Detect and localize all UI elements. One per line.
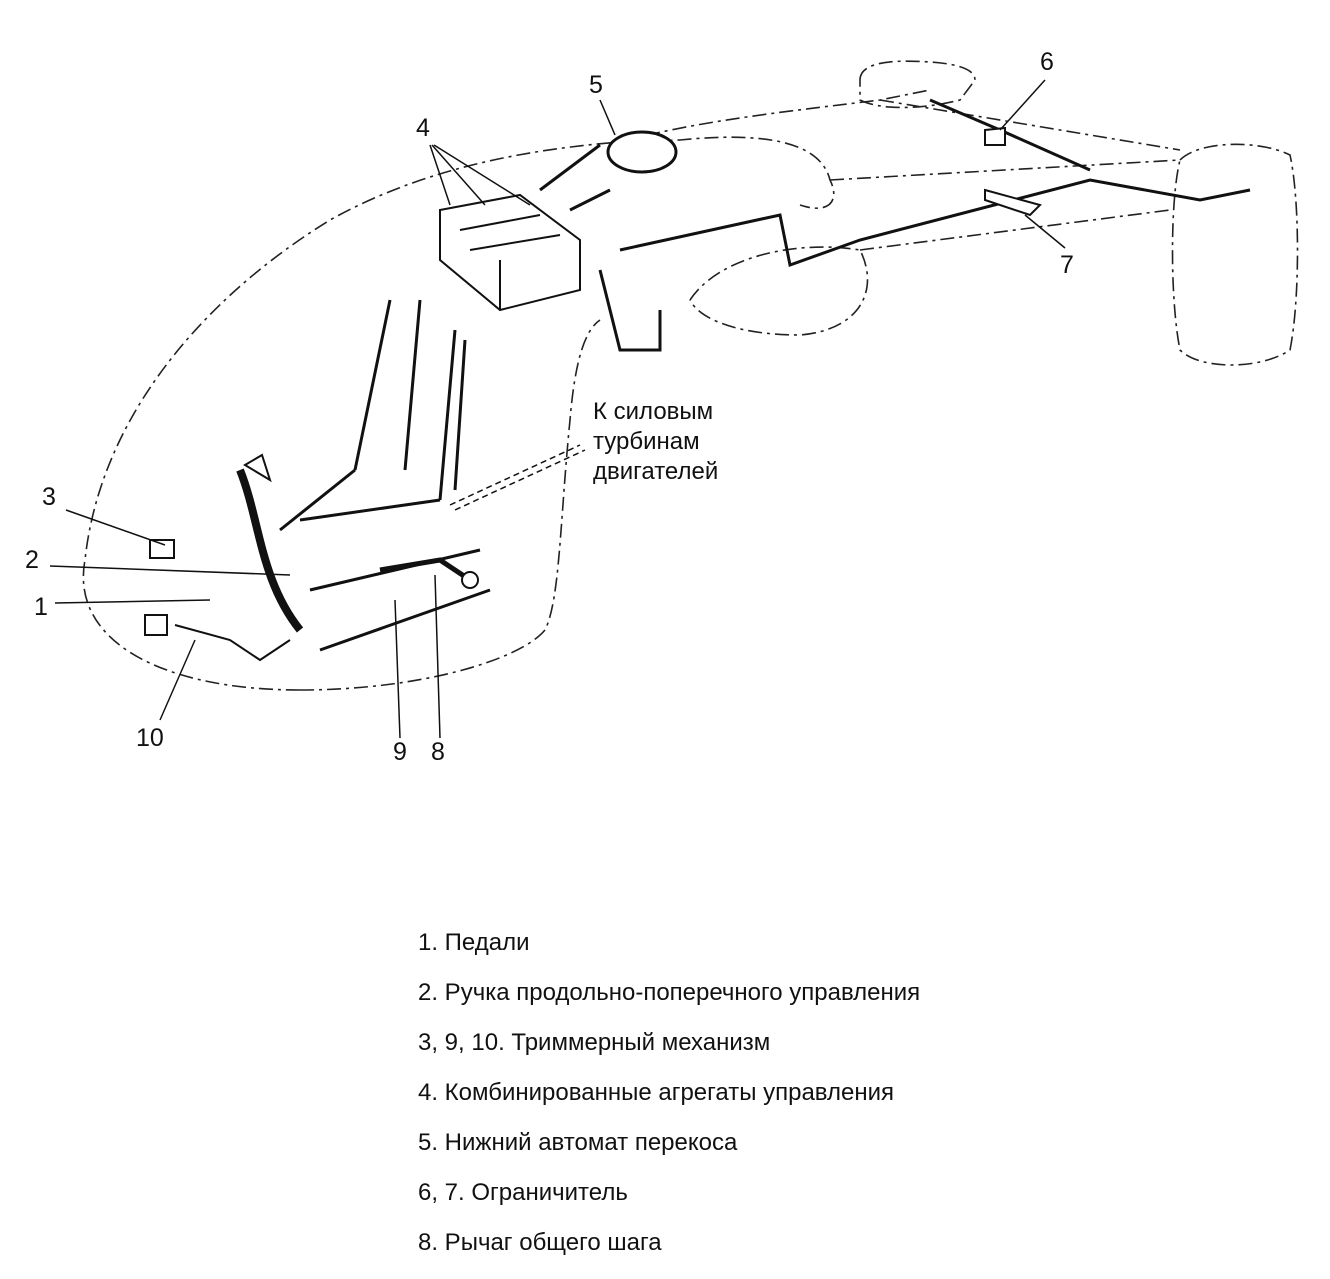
engine-turbines-annotation: К силовым турбинам двигателей (593, 397, 718, 487)
legend-item: 8. Рычаг общего шага (418, 1229, 662, 1256)
legend-item: 5. Нижний автомат перекоса (418, 1129, 738, 1156)
callout-6: 6 (1040, 48, 1054, 76)
legend-item: 1. Педали (418, 929, 530, 956)
swashplate (606, 130, 678, 174)
annotation-line: турбинам (593, 428, 700, 455)
callout-3: 3 (42, 483, 56, 511)
control-units (144, 126, 1042, 662)
callout-1: 1 (34, 593, 48, 621)
leader-lines (49, 79, 1066, 739)
legend-item: 6, 7. Ограничитель (418, 1179, 628, 1206)
fuselage-outline (82, 60, 1299, 691)
callout-2: 2 (25, 546, 39, 574)
annotation-line: двигателей (593, 458, 719, 485)
callout-4: 4 (416, 114, 430, 142)
legend-item: 2. Ручка продольно-поперечного управлени… (418, 979, 921, 1006)
legend-item: 4. Комбинированные агрегаты управления (418, 1079, 895, 1106)
callout-10: 10 (136, 724, 164, 752)
callout-7: 7 (1060, 251, 1074, 279)
legend: 1. Педали 2. Ручка продольно-поперечного… (418, 928, 920, 1278)
legend-item: 3, 9, 10. Триммерный механизм (418, 1029, 771, 1056)
annotation-line: К силовым (593, 398, 714, 425)
callout-8: 8 (431, 738, 445, 766)
callout-9: 9 (393, 738, 407, 766)
callout-5: 5 (589, 71, 603, 99)
control-system-diagram (49, 60, 1299, 739)
linkage-rods (279, 98, 1251, 652)
